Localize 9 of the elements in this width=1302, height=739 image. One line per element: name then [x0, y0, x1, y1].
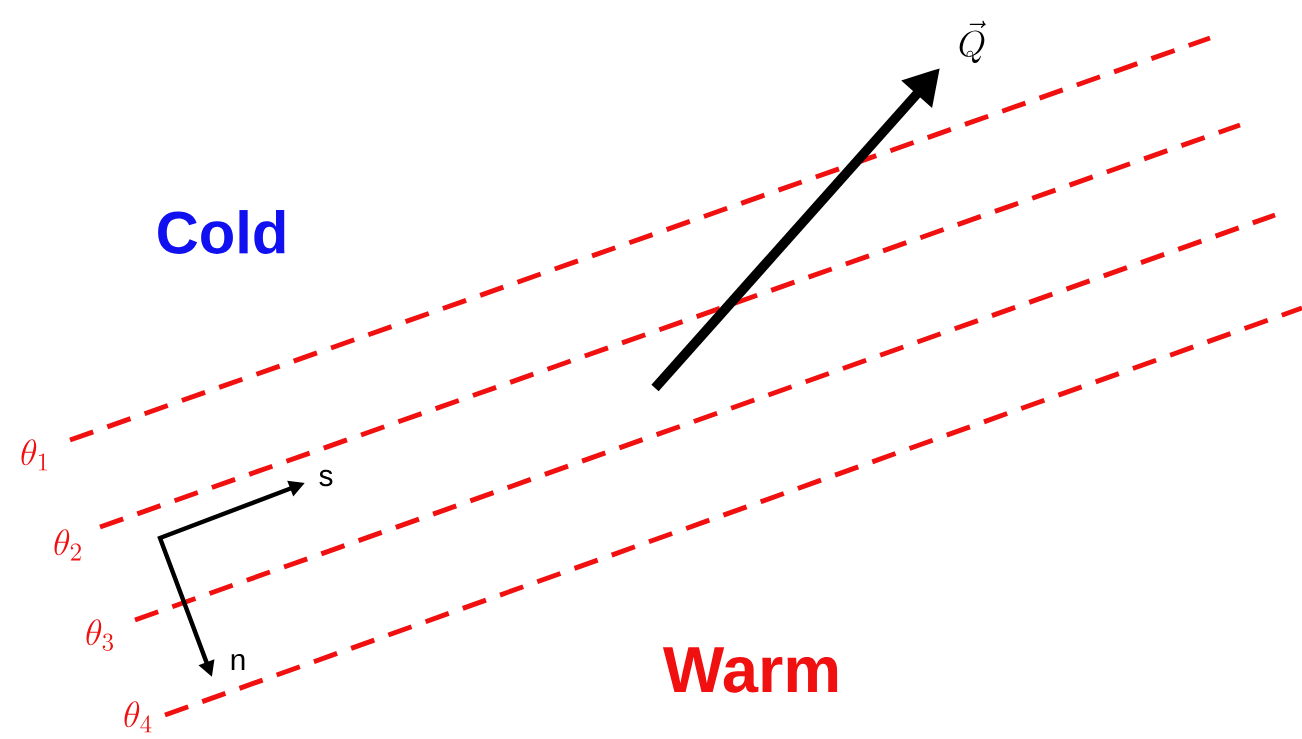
- math-label: $\theta_2$: [54, 529, 81, 561]
- math-label: $\theta_4$: [124, 701, 152, 733]
- text-label: s: [319, 469, 333, 487]
- text-label: Warm: [662, 647, 838, 693]
- text-label: n: [231, 653, 245, 671]
- math-label: $\vec{Q}$: [959, 20, 986, 64]
- text-label: Cold: [158, 210, 285, 254]
- math-label: $\theta_3$: [86, 619, 113, 651]
- math-label: $\theta_1$: [21, 439, 48, 471]
